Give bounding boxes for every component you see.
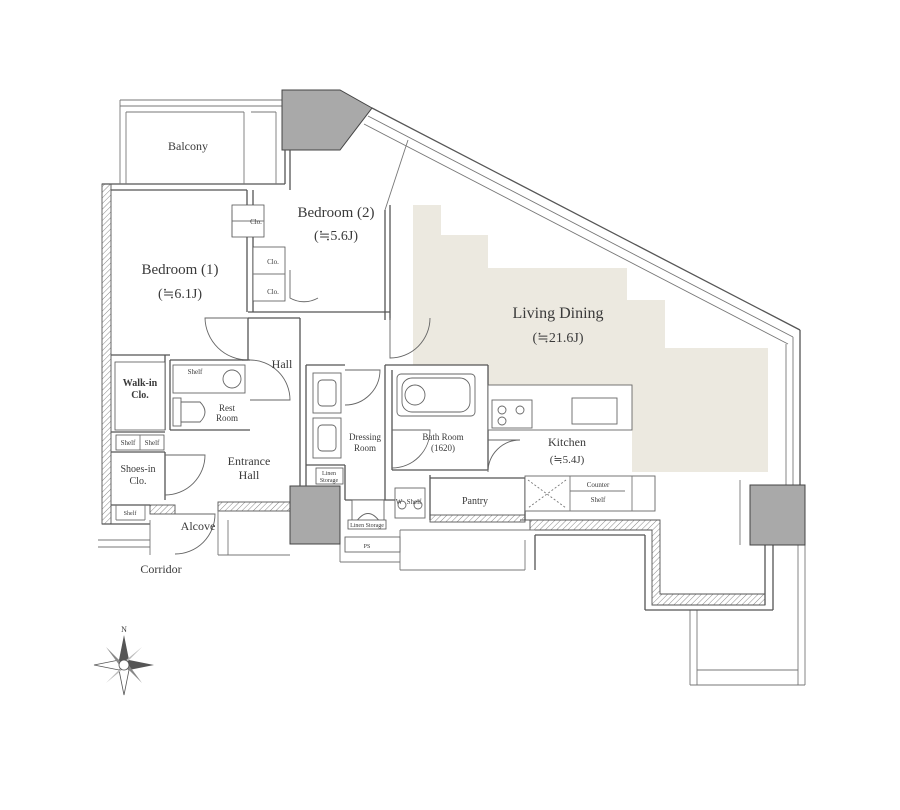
pantry-label: Pantry: [462, 496, 488, 507]
dressing-room-label-2: Room: [354, 443, 376, 453]
entrance-hall-label-2: Hall: [239, 468, 260, 482]
closets: [114, 204, 286, 451]
balcony-label: Balcony: [168, 139, 208, 153]
linen-storage-label-2: Storage: [320, 478, 339, 484]
bedroom2-name: Bedroom (2): [297, 205, 374, 221]
rest-room-label-2: Room: [216, 413, 238, 423]
living-dining-name: Living Dining: [512, 305, 603, 322]
closet-label-b: Clo.: [267, 258, 279, 266]
shelf-left-1: Shelf: [121, 439, 136, 447]
ps-label: PS: [364, 544, 371, 550]
kitchen-size: (≒5.4J): [550, 454, 585, 466]
door-swings: [164, 210, 521, 555]
rest-room-label-1: Rest: [219, 403, 236, 413]
bedroom2-size: (≒5.6J): [314, 229, 358, 244]
walkin-label-1: Walk-in: [123, 378, 158, 389]
linen-storage-lower-label: Linen Storage: [350, 523, 384, 529]
outer-walls: [98, 99, 806, 686]
living-dining-highlight: [413, 205, 768, 472]
dressing-room-label-1: Dressing: [349, 432, 381, 442]
kitchen-shelf-label: Shelf: [591, 496, 606, 504]
alcove-label: Alcove: [181, 519, 216, 533]
bedroom1-size: (≒6.1J): [158, 287, 202, 302]
interior-walls: [111, 139, 656, 521]
room-labels: Balcony Bedroom (1) (≒6.1J) Bedroom (2) …: [121, 139, 610, 634]
walkin-shelf-label: Shelf: [188, 368, 203, 376]
closet-label-a: Clo.: [250, 218, 262, 226]
shelf-left-2: Shelf: [145, 439, 160, 447]
compass-north-label: N: [121, 625, 127, 634]
bedroom1-name: Bedroom (1): [141, 262, 218, 278]
bath-room-label-2: (1620): [431, 443, 455, 453]
hall-label: Hall: [272, 357, 293, 371]
linen-storage-label-1: Linen: [322, 471, 336, 477]
structural-columns: [281, 89, 806, 546]
entrance-hall-label-1: Entrance: [228, 454, 271, 468]
closet-label-c: Clo.: [267, 288, 279, 296]
bath-shelf-label: Shelf: [407, 498, 422, 506]
living-dining-size: (≒21.6J): [532, 331, 583, 346]
bath-room-label-1: Bath Room: [422, 432, 463, 442]
kitchen-name: Kitchen: [548, 435, 586, 449]
shoes-in-label-2: Clo.: [130, 476, 147, 487]
compass-rose-icon: [93, 635, 154, 696]
w-label: W: [396, 498, 403, 506]
walkin-label-2: Clo.: [131, 390, 149, 401]
counter-label: Counter: [587, 481, 610, 489]
shoes-shelf-label: Shelf: [124, 510, 137, 517]
shoes-in-label-1: Shoes-in: [121, 464, 156, 475]
corridor-label: Corridor: [140, 562, 181, 576]
